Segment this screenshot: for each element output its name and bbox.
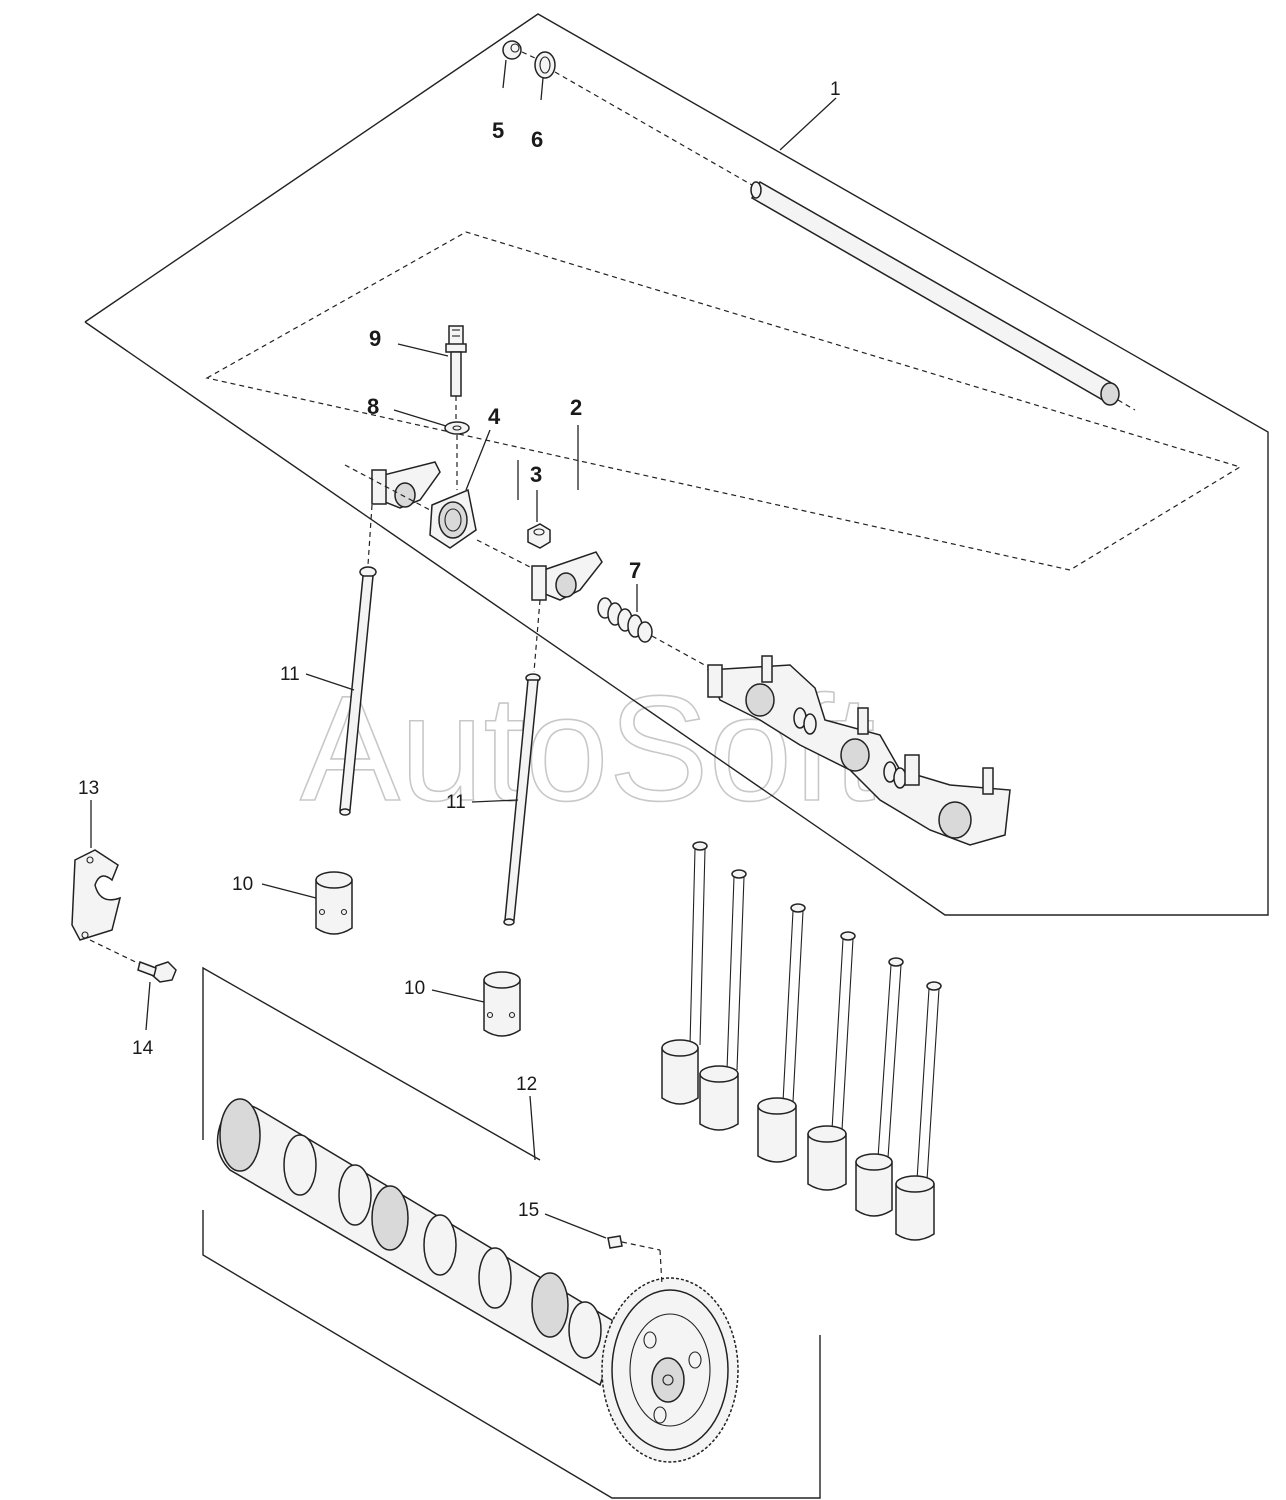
callout-4: 4 [488, 404, 501, 429]
leader-9 [397, 343, 449, 357]
callout-13: 13 [78, 778, 99, 799]
leader-spring-cluster [651, 635, 711, 669]
callout-9: 9 [369, 326, 381, 351]
leader-8 [393, 409, 447, 427]
plug-part-5 [502, 40, 522, 60]
cam-gear [601, 1277, 739, 1463]
callout-15: 15 [518, 1200, 539, 1221]
callout-7: 7 [629, 558, 641, 583]
leader-shaft-axis [476, 539, 531, 568]
leader-rocker-left-bracket [344, 464, 431, 511]
washer-part-8 [444, 421, 470, 435]
leader-12 [529, 1095, 536, 1161]
leader-key-gear-down [659, 1249, 663, 1286]
leader-10a [261, 883, 317, 899]
camshaft-frame [202, 966, 541, 1161]
leader-shaft-plug [554, 71, 753, 186]
callout-11-center: 11 [446, 792, 466, 813]
leader-5 [502, 59, 507, 89]
callout-2: 2 [570, 395, 582, 420]
bolt-part-14 [137, 961, 177, 983]
callout-8: 8 [367, 394, 379, 419]
rocker-shaft [750, 180, 1136, 411]
bracket-part-4 [429, 488, 477, 549]
rocker-arm-center [531, 551, 603, 601]
leader-key-gear [621, 1241, 661, 1251]
leader-1 [779, 97, 837, 151]
leader-15 [544, 1213, 607, 1239]
camshaft-frame-lower [202, 1210, 821, 1499]
pushrod-tappet-set [661, 841, 942, 1241]
spring-part-7 [597, 597, 653, 643]
callout-3: 3 [530, 462, 542, 487]
nut-part-3 [527, 523, 551, 549]
callout-10-lower: 10 [404, 978, 425, 999]
leader-6 [540, 77, 544, 101]
tappet-upper [315, 871, 353, 935]
push-rod-center [503, 599, 541, 926]
callout-14: 14 [132, 1038, 154, 1059]
callout-12: 12 [516, 1074, 537, 1095]
assembly-frame-1 [84, 13, 1269, 916]
assembly-frame-2 [205, 231, 1242, 571]
leader-10b [431, 989, 485, 1003]
leader-4 [465, 429, 491, 491]
callout-11-left: 11 [280, 664, 300, 685]
stud-part-9 [445, 325, 467, 397]
callout-10-upper: 10 [232, 874, 253, 895]
leader-14 [145, 981, 151, 1031]
callout-6: 6 [531, 127, 543, 152]
key-part-15 [607, 1235, 623, 1249]
camshaft-part-12 [216, 1098, 621, 1387]
push-rod-left [339, 504, 377, 816]
ring-part-6 [534, 51, 556, 79]
leader-plug-ring [521, 51, 536, 59]
leader-11a [305, 673, 355, 691]
leader-plate-bolt [89, 939, 149, 969]
callout-5: 5 [492, 118, 504, 143]
tappet-lower [483, 971, 521, 1037]
rocker-arm-left [371, 461, 441, 509]
rocker-arm-cluster [706, 655, 1011, 846]
leader-11b [471, 799, 519, 803]
thrust-plate-part-13 [71, 849, 122, 941]
callout-1: 1 [830, 79, 841, 100]
